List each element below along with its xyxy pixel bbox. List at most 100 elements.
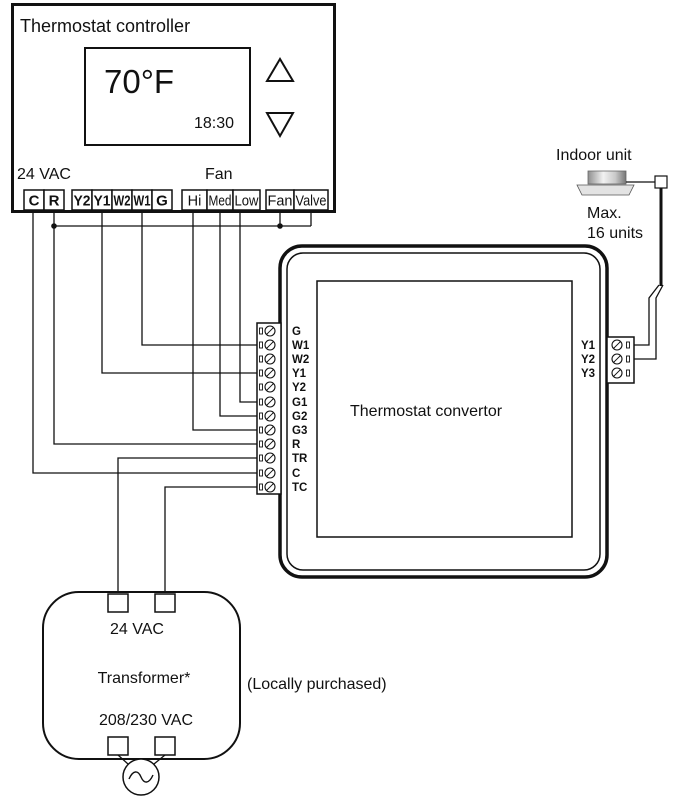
junction-dot <box>277 223 283 229</box>
unit-limit-line2: 16 units <box>587 225 643 242</box>
terminal-label: Y2 <box>292 382 306 394</box>
terminal-slot <box>259 483 263 491</box>
transformer-primary-terminal <box>107 736 129 756</box>
convertor-terminal-r: R <box>259 438 301 451</box>
screw-groove <box>266 369 274 377</box>
controller-terminal-hi: Hi <box>181 189 208 211</box>
junction-dot <box>51 223 57 229</box>
terminal-label: Y1 <box>581 340 596 352</box>
controller-terminal-g: G <box>151 189 173 211</box>
transformer-secondary-terminal <box>107 593 129 613</box>
source-lead <box>153 754 166 765</box>
terminal-label: Y3 <box>581 368 595 380</box>
controller-terminal-med: Med <box>206 189 234 211</box>
controller-terminal-valve: Valve <box>293 189 329 211</box>
transformer: 24 VAC Transformer* 208/230 VAC (Locally… <box>42 591 387 796</box>
indoor-unit-label: Indoor unit <box>556 147 632 164</box>
screw-groove <box>266 426 274 434</box>
screw-groove <box>266 383 274 391</box>
terminal-label: Valve <box>296 194 327 210</box>
indoor-unit: Indoor unit Max. 16 units <box>556 147 668 286</box>
convertor-terminal-y1: Y1 <box>259 367 307 380</box>
transformer-title: Transformer* <box>98 670 191 687</box>
terminal-label: TC <box>292 482 307 494</box>
controller-terminal-w1: W1 <box>131 189 153 211</box>
terminal-slot <box>259 383 263 391</box>
wire-w1-to-w1 <box>141 213 257 346</box>
terminal-slot <box>259 469 263 477</box>
terminal-slot <box>626 355 630 363</box>
controller-title: Thermostat controller <box>20 16 190 36</box>
wire-c-to-c <box>32 213 257 474</box>
terminal-slot <box>259 426 263 434</box>
terminal-slot <box>259 369 263 377</box>
terminal-label: C <box>29 193 40 210</box>
terminal-label: Fan <box>268 194 293 210</box>
convertor-title: Thermostat convertor <box>350 403 503 420</box>
terminal-label: W2 <box>292 354 309 366</box>
terminal-slot <box>259 398 263 406</box>
convertor-panel <box>316 280 573 538</box>
source-lead <box>117 754 129 765</box>
screw-groove <box>266 341 274 349</box>
terminal-label: Y1 <box>292 368 307 380</box>
down-arrow-icon[interactable] <box>265 112 295 139</box>
screw-groove <box>266 440 274 448</box>
time-readout: 18:30 <box>194 115 234 132</box>
terminal-label: G2 <box>292 411 307 423</box>
convertor-terminal-g3: G3 <box>259 424 307 437</box>
convertor-terminal-tc: TC <box>259 481 307 494</box>
terminal-slot <box>259 355 263 363</box>
transformer-primary-label: 208/230 VAC <box>99 712 193 729</box>
terminal-label: W1 <box>292 340 310 352</box>
terminal-label: C <box>292 468 300 480</box>
screw-groove <box>266 355 274 363</box>
convertor-bezel <box>286 252 601 571</box>
terminal-box <box>293 189 329 211</box>
wire-low-to-g1 <box>239 213 257 403</box>
controller-terminal-y1: Y1 <box>91 189 113 211</box>
terminal-label: G <box>156 193 168 210</box>
controller-terminal-y2: Y2 <box>71 189 93 211</box>
terminal-slot <box>626 369 630 377</box>
terminal-label: Y2 <box>581 354 595 366</box>
terminal-label: Low <box>235 194 259 210</box>
terminal-label: Med <box>209 194 232 210</box>
transformer-secondary-label: 24 VAC <box>110 621 164 638</box>
screw-groove <box>266 483 274 491</box>
screw-groove <box>266 412 274 420</box>
controller-terminal-low: Low <box>232 189 261 211</box>
temperature-readout: 70°F <box>104 63 174 100</box>
terminal-label: Y2 <box>74 193 91 210</box>
convertor-terminal-g2: G2 <box>259 410 307 423</box>
controller-terminal-r: R <box>43 189 65 211</box>
terminal-box <box>232 189 261 211</box>
wire-y1-to-indoor-unit <box>634 284 660 346</box>
unit-limit-line1: Max. <box>587 205 622 222</box>
controller-terminal-c: C <box>23 189 45 211</box>
terminal-slot <box>259 454 263 462</box>
indoor-unit-connector <box>654 175 668 189</box>
controller-terminal-fan: Fan <box>265 189 295 211</box>
screw-groove <box>613 355 621 363</box>
terminal-label: G <box>292 326 301 338</box>
terminal-label: R <box>49 193 60 210</box>
convertor-terminal-w1: W1 <box>259 339 310 352</box>
screw-groove <box>266 469 274 477</box>
wire-hi-to-g3 <box>192 213 257 431</box>
terminal-label: W1 <box>134 193 151 210</box>
terminal-slot <box>259 327 263 335</box>
convertor-terminal-tr: TR <box>259 452 308 465</box>
wire-transformer-to-tc <box>164 486 257 594</box>
screw-groove <box>266 327 274 335</box>
controller-housing <box>11 3 336 213</box>
ac-source-icon <box>122 758 160 796</box>
wires <box>32 213 664 594</box>
wire-transformer-to-tr <box>117 457 257 594</box>
convertor-terminal-w2: W2 <box>259 353 309 366</box>
convertor-terminal-g: G <box>259 325 301 338</box>
convertor-right-terminal-y3: Y3 <box>581 367 630 380</box>
left-strip-body <box>256 322 282 495</box>
up-arrow-icon[interactable] <box>265 57 295 82</box>
